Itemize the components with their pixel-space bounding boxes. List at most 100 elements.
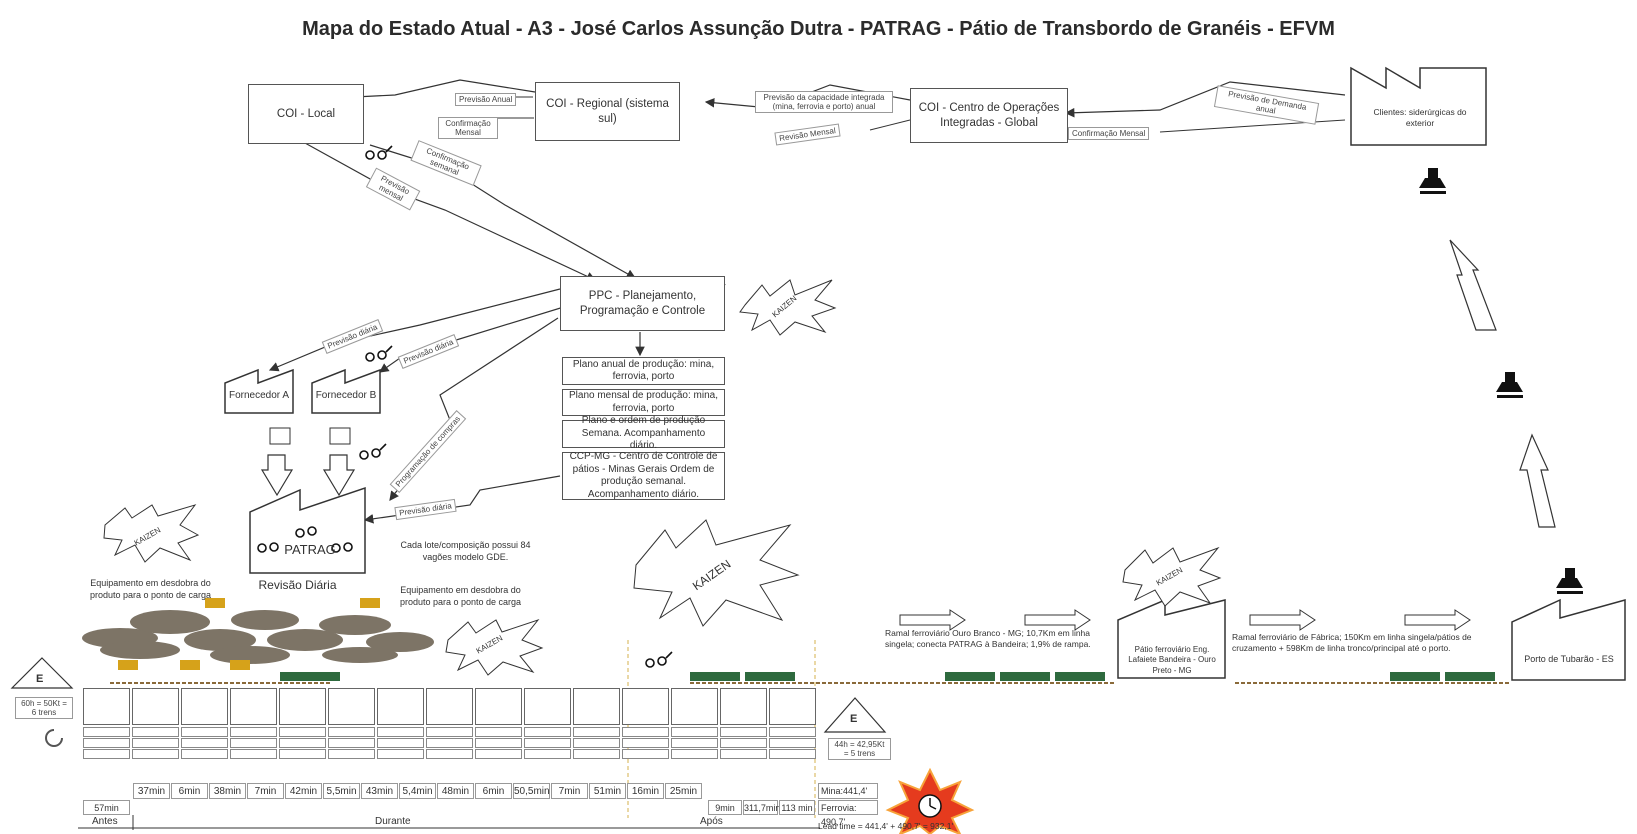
process-data-cell [83, 727, 130, 737]
inventory-letter-right: E [850, 713, 858, 725]
box-ppc: PPC - Planejamento, Programação e Contro… [560, 276, 725, 331]
process-data-cell [279, 727, 326, 737]
time-durante: 7min [247, 783, 284, 799]
time-antes: 57min [83, 800, 130, 815]
note-lote: Cada lote/composição possui 84 vagões mo… [400, 540, 531, 562]
wagons-arrow-2 [1024, 609, 1091, 631]
process-data-cell [132, 749, 179, 759]
refresh-icon [45, 729, 63, 747]
process-data-cell [622, 727, 669, 737]
time-durante: 5,4min [399, 783, 436, 799]
box-clientes: Clientes: siderúrgicas do exterior [1373, 107, 1467, 128]
kaizen-burst-ppc [739, 279, 837, 336]
process-box [426, 688, 473, 725]
glasses-icon-6 [295, 526, 317, 538]
process-data-cell [573, 738, 620, 748]
factory-porto [1511, 598, 1626, 681]
time-durante: 37min [133, 783, 170, 799]
process-box [230, 688, 277, 725]
process-data-cell [769, 727, 816, 737]
box-coi-global: COI - Centro de Operações Integradas - G… [910, 88, 1068, 143]
process-box [328, 688, 375, 725]
locomotive-6 [1055, 672, 1105, 681]
glasses-icon-7 [331, 542, 353, 553]
process-data-cell [83, 738, 130, 748]
box-ccp: CCP-MG - Centro de Controle de pátios - … [562, 451, 725, 500]
time-durante: 25min [665, 783, 702, 799]
process-box [671, 688, 718, 725]
process-box [524, 688, 571, 725]
process-data-cell [328, 738, 375, 748]
loader-icon-1 [205, 598, 225, 608]
process-data-cell [377, 738, 424, 748]
process-data-cell [524, 738, 571, 748]
loader-icon-5 [230, 660, 250, 670]
process-data-cell [720, 749, 767, 759]
box-coi-local: COI - Local [248, 84, 364, 144]
time-durante: 51min [589, 783, 626, 799]
inventory-letter-left: E [36, 673, 44, 685]
time-durante: 42min [285, 783, 322, 799]
process-data-cell [671, 727, 718, 737]
process-data-cell [769, 738, 816, 748]
inventory-text-right: 44h = 42,95Kt = 5 trens [828, 738, 891, 761]
label-porto: Porto de Tubarão - ES [1524, 654, 1614, 664]
push-arrow-fornecedor-a [260, 454, 294, 497]
glasses-icon-8 [645, 651, 673, 668]
inventory-triangle-right [823, 697, 887, 733]
time-durante: 6min [171, 783, 208, 799]
factory-clientes [1350, 66, 1487, 146]
process-data-cell [769, 749, 816, 759]
push-arrow-fornecedor-b [322, 454, 356, 497]
process-data-cell [720, 738, 767, 748]
label-previsao-capacidade: Previsão da capacidade integrada (mina, … [755, 91, 893, 114]
kaizen-burst-center [633, 519, 800, 627]
label-confirmacao-mensal-1: Confirmação Mensal [438, 117, 498, 140]
label-lafaiete: Pátio ferroviário Eng. Lafaiete Bandeira… [1128, 645, 1216, 675]
ship-icon-2 [1496, 372, 1523, 398]
wagons-arrow-1 [899, 609, 966, 631]
process-box [769, 688, 816, 725]
time-durante: 38min [209, 783, 246, 799]
truck-a [269, 427, 291, 445]
summary-mina: Mina:441,4' [818, 783, 878, 799]
kaizen-burst-patrag [103, 504, 200, 563]
glasses-icon-3 [365, 345, 393, 362]
loader-icon-4 [180, 660, 200, 670]
process-data-cell [181, 749, 228, 759]
process-data-cell [230, 749, 277, 759]
note-equip-2: Equipamento em desdobra do produto para … [399, 585, 522, 607]
process-data-cell [475, 738, 522, 748]
arrow-clientes-to-global [1064, 81, 1346, 118]
page-title: Mapa do Estado Atual - A3 - José Carlos … [302, 18, 1335, 40]
box-plano-semana: Plano e ordem de produção Semana. Acompa… [562, 415, 725, 451]
time-apos-2: 311,7min [743, 800, 780, 815]
inventory-text-left: 60h = 50Kt = 6 trens [15, 697, 73, 720]
process-data-cell [573, 727, 620, 737]
process-data-cell [181, 727, 228, 737]
phase-antes: Antes [92, 816, 118, 827]
process-data-cell [230, 738, 277, 748]
label-confirmacao-mensal-2: Confirmação Mensal [1068, 127, 1150, 141]
process-box [573, 688, 620, 725]
process-data-cell [622, 749, 669, 759]
time-apos-1: 9min [708, 800, 742, 815]
process-data-cell [671, 738, 718, 748]
arrow-regional-to-local [333, 79, 536, 103]
box-plano-anual: Plano anual de produção: mina, ferrovia,… [562, 357, 725, 385]
locomotive-4 [945, 672, 995, 681]
time-apos-3: 113 min [779, 800, 815, 815]
box-coi-regional: COI - Regional (sistema sul) [535, 82, 680, 141]
arrow-ppc-to-fornecedor-a [268, 288, 561, 372]
wagons-arrow-3 [1249, 609, 1316, 631]
process-data-cell [426, 727, 473, 737]
factory-fornecedor-a [224, 368, 294, 414]
glasses-icon-5 [257, 542, 279, 553]
process-box [720, 688, 767, 725]
process-data-cell [181, 738, 228, 748]
locomotive-8 [1445, 672, 1495, 681]
process-data-cell [230, 727, 277, 737]
kaizen-burst-lafaiete [1122, 546, 1222, 607]
process-box [181, 688, 228, 725]
